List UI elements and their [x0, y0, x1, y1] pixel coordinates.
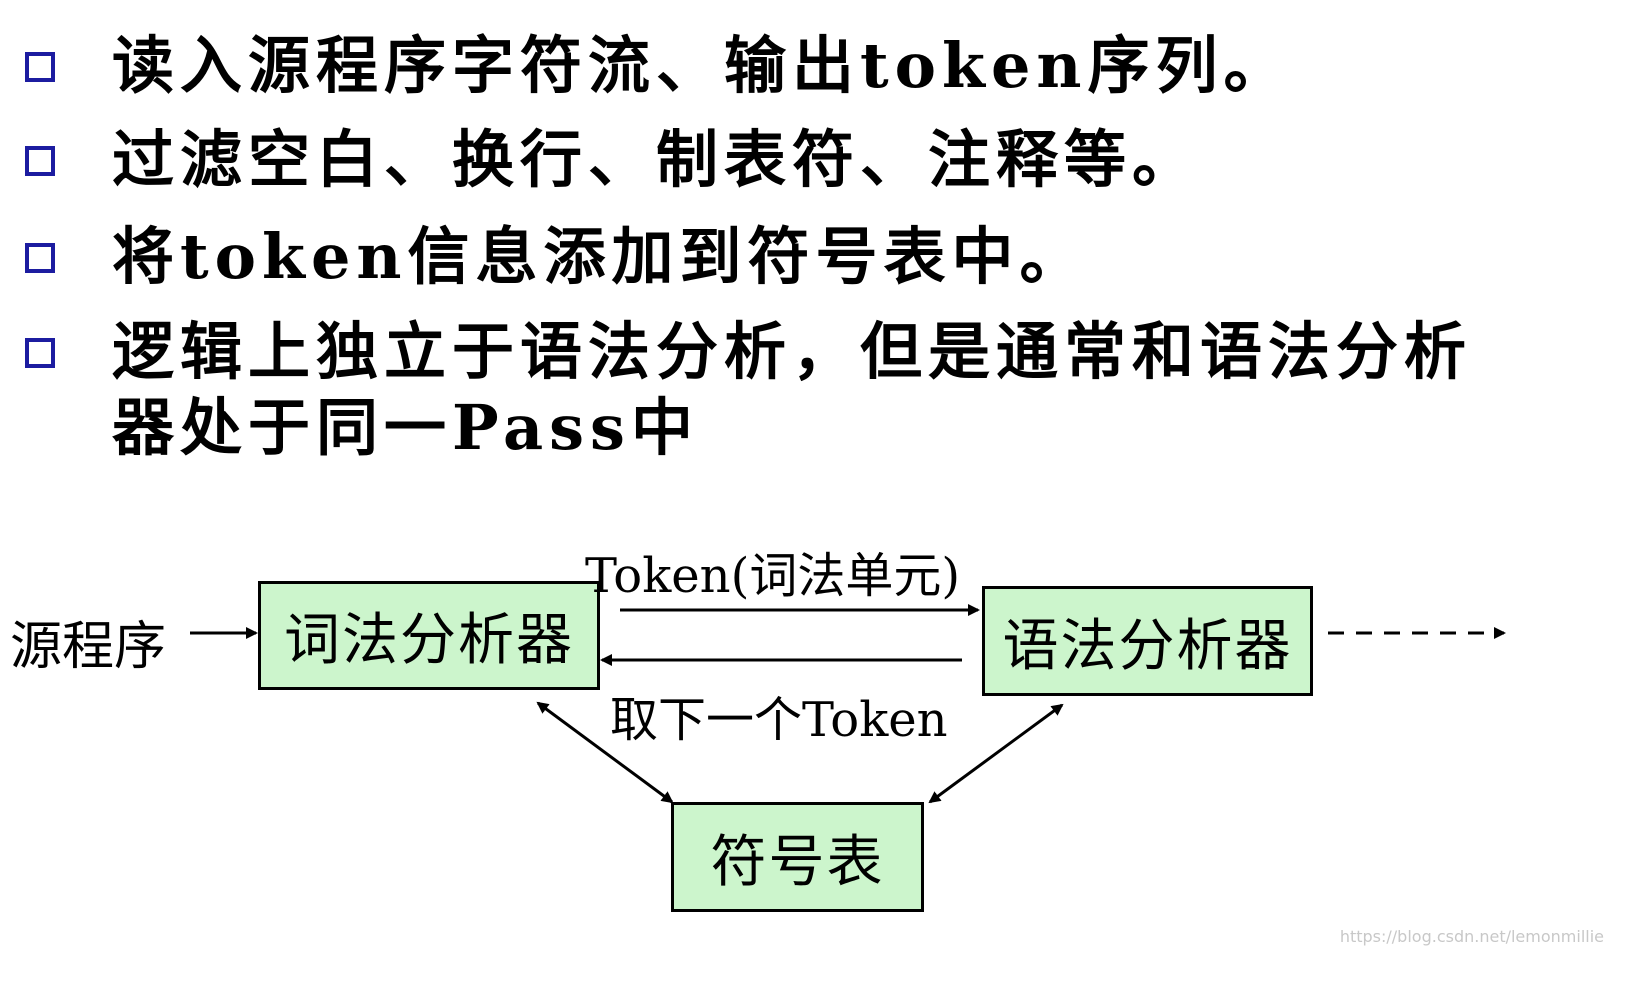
bullet-text-1: 读入源程序字符流、输出token序列。 — [112, 29, 1292, 102]
symbol-table-label: 符号表 — [710, 829, 885, 895]
lexer-box: 词法分析器 — [258, 581, 600, 690]
lexer-symtab-arrow — [536, 701, 674, 804]
parser-symtab-arrow — [928, 703, 1064, 804]
bullet-text-2: 过滤空白、换行、制表符、注释等。 — [112, 123, 1201, 196]
bullet-square-icon — [25, 52, 55, 82]
diagram-edges — [190, 604, 1506, 804]
token-label: Token(词法单元) — [585, 548, 961, 604]
bullet-square-icon — [25, 243, 55, 273]
bullet-text-3: 将token信息添加到符号表中。 — [112, 220, 1088, 293]
bullet-square-icon — [25, 338, 55, 368]
compiler-diagram: 源程序 词法分析器 Token(词法单元) 取下一个Token 语法分析器 符号… — [0, 500, 1650, 984]
bullet-text-4: 逻辑上独立于语法分析，但是通常和语法分析 — [112, 315, 1473, 388]
lexer-label: 词法分析器 — [284, 608, 574, 673]
parser-label: 语法分析器 — [1002, 613, 1293, 679]
parser-box: 语法分析器 — [982, 586, 1313, 696]
bullet-text-4-continued: 器处于同一Pass中 — [112, 391, 699, 464]
watermark: https://blog.csdn.net/lemonmillie — [1339, 927, 1604, 946]
source-program-label: 源程序 — [10, 617, 167, 677]
bullet-list: 读入源程序字符流、输出token序列。 过滤空白、换行、制表符、注释等。 将to… — [25, 29, 1473, 464]
bullet-square-icon — [25, 146, 55, 176]
symbol-table-box: 符号表 — [671, 802, 924, 912]
next-token-label: 取下一个Token — [610, 692, 948, 748]
